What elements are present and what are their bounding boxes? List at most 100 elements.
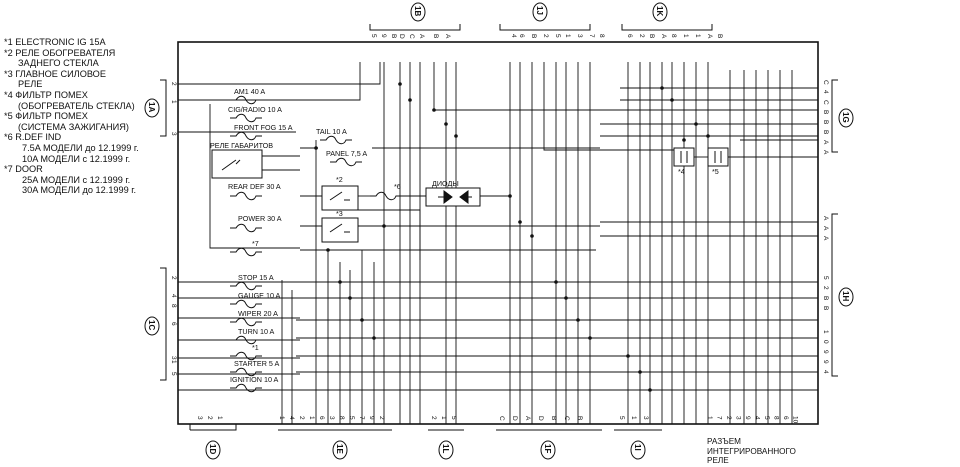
pin-label: 4 — [288, 416, 295, 420]
legend-line: 10A МОДЕЛИ с 12.1999 г. — [22, 153, 131, 164]
junction-dot — [444, 122, 448, 126]
filter-4: *4 — [673, 147, 695, 176]
fuse-symbol — [230, 247, 262, 257]
relay-connector-caption: РАЗЪЕМ ИНТЕГРИРОВАННОГО РЕЛЕ — [707, 437, 796, 466]
fuse-symbol — [230, 191, 262, 201]
pin-label: 2 — [430, 416, 437, 420]
junction-dot — [554, 280, 558, 284]
legend-line: *6 R.DEF IND — [4, 132, 62, 143]
wire — [358, 209, 421, 260]
pin-label: D — [537, 416, 544, 421]
pin-label: A — [418, 34, 425, 39]
pin-label: 7 — [588, 34, 595, 38]
junction-dot — [670, 98, 674, 102]
junction-dot — [530, 234, 534, 238]
connector-1j: 1J — [535, 6, 544, 15]
fuse-symbol — [370, 191, 402, 201]
pin-label: 1 — [564, 34, 571, 38]
fuse-symbol — [230, 335, 262, 345]
legend-line: 25A МОДЕЛИ с 12.1999 г. — [22, 174, 131, 185]
relay-r2-label: *2 — [336, 175, 343, 184]
pin-label: B — [716, 34, 723, 38]
pin-label: 3 — [735, 416, 742, 420]
relay-caption-line: РЕЛЕ — [707, 456, 729, 466]
relay-gabarit: РЕЛЕ ГАБАРИТОВ — [210, 141, 273, 179]
connector-1k: 1K — [655, 6, 664, 16]
pin-label: 2 — [378, 416, 385, 420]
legend-line: (ОБОГРЕВАТЕЛЬ СТЕКЛА) — [18, 100, 135, 111]
filter-4-label: *4 — [678, 167, 685, 176]
pin-label: 6 — [782, 416, 789, 420]
pin-label: B — [576, 416, 583, 420]
junction-dot — [508, 194, 512, 198]
pin-label: 5 — [450, 416, 457, 420]
fuse-label-tail: TAIL 10 A — [316, 127, 347, 136]
pin-label: A — [706, 34, 713, 39]
pin-label: 1 — [308, 416, 315, 420]
pin-label: 2 — [542, 34, 549, 38]
fuse-symbol — [320, 135, 352, 145]
pin-label: 5 — [170, 372, 177, 376]
fuse-symbol — [230, 281, 262, 291]
fuse-label-wiper: WIPER 20 A — [238, 309, 278, 318]
pin-label: 2 — [206, 416, 213, 420]
junction-dot — [454, 134, 458, 138]
fuse-label-rdefind: *6 — [394, 182, 401, 191]
legend-line: *2 РЕЛЕ ОБОГРЕВАТЕЛЯ — [4, 47, 116, 58]
junction-dot — [576, 318, 580, 322]
pin-label: 9 — [744, 416, 751, 420]
pin-label: 0 — [822, 340, 829, 344]
relay-caption-line: РАЗЪЕМ — [707, 437, 741, 446]
pin-label: 7 — [716, 416, 723, 420]
junction-dot — [314, 146, 318, 150]
pin-label: 5 — [348, 416, 355, 420]
pin-label: 3 — [328, 416, 335, 420]
pin-label: 8 — [170, 304, 177, 308]
junction-dot — [682, 138, 686, 142]
pin-label: 2 — [822, 286, 829, 290]
board-outline — [177, 41, 819, 425]
legend: *1 ELECTRONIC IG 15A*2 РЕЛЕ ОБОГРЕВАТЕЛЯ… — [4, 37, 174, 196]
diodes: ДИОДЫ — [425, 179, 481, 207]
fuse-label-frontfog: FRONT FOG 15 A — [234, 123, 293, 132]
pin-label: D — [398, 34, 405, 39]
legend-line: *4 ФИЛЬТР ПОМЕХ — [4, 89, 88, 100]
fuse-label-turn: TURN 10 A — [238, 327, 275, 336]
pin-label: B — [822, 296, 829, 300]
pin-label: A — [524, 416, 531, 421]
pin-label: 1 — [706, 416, 713, 420]
pin-label: 6 — [518, 34, 525, 38]
connector-brackets — [160, 24, 838, 431]
connector-1b: 1B — [413, 6, 422, 16]
pin-label: 1 — [694, 34, 701, 38]
pin-label: C — [563, 416, 570, 421]
pin-label: 3 — [170, 356, 177, 360]
pin-label: 5 — [370, 34, 377, 38]
pin-label: 2 — [170, 82, 177, 86]
junction-dot — [588, 336, 592, 340]
pin-label: 9 — [380, 34, 387, 38]
pin-label: B — [648, 34, 655, 38]
pin-label: C — [822, 100, 829, 105]
pin-label: C — [822, 80, 829, 85]
junction-dot — [626, 354, 630, 358]
fuse-label-door: *7 — [252, 239, 259, 248]
pin-label: B — [550, 416, 557, 420]
pin-label: A — [822, 216, 829, 221]
legend-line: 30A МОДЕЛИ до 12.1999 г. — [22, 185, 137, 196]
fuse-symbol — [230, 367, 262, 377]
junction-dot — [638, 370, 642, 374]
pin-label: A — [822, 236, 829, 241]
pin-label: 8 — [773, 416, 780, 420]
relay-gabarit-label: РЕЛЕ ГАБАРИТОВ — [210, 141, 273, 150]
wire — [543, 62, 674, 151]
junction-dot — [382, 224, 386, 228]
pin-label: 4 — [822, 370, 829, 374]
pin-label: 1 — [440, 416, 447, 420]
junction-dot — [372, 336, 376, 340]
wiring — [178, 62, 818, 424]
fuse-label-reardef: REAR DEF 30 A — [228, 182, 281, 191]
